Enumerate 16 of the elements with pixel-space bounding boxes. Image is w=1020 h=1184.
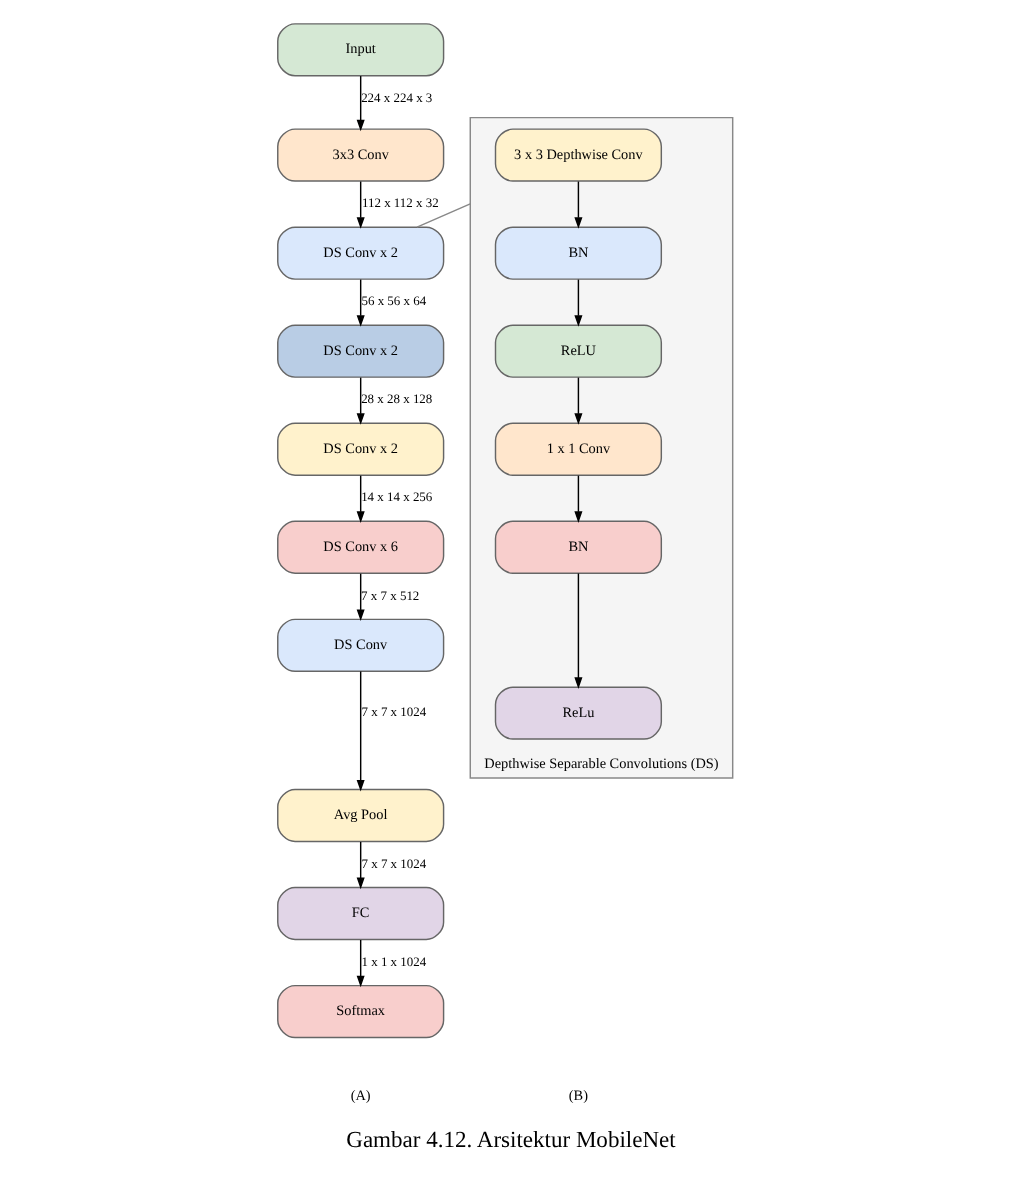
arrow — [355, 841, 364, 890]
arrow — [355, 573, 364, 621]
arrow — [573, 278, 582, 327]
arrow — [573, 376, 582, 425]
caption: Gambar 4.12. Arsitektur MobileNet — [345, 1128, 675, 1153]
arrow — [355, 376, 364, 425]
arrow — [355, 180, 364, 229]
arrow — [573, 474, 582, 523]
arrow — [355, 75, 364, 132]
arrow — [573, 572, 582, 689]
arrow — [573, 180, 582, 229]
arrow — [355, 939, 364, 988]
arrow — [355, 278, 364, 327]
arrow — [355, 474, 364, 523]
arrow — [355, 670, 364, 792]
connector — [415, 203, 470, 228]
